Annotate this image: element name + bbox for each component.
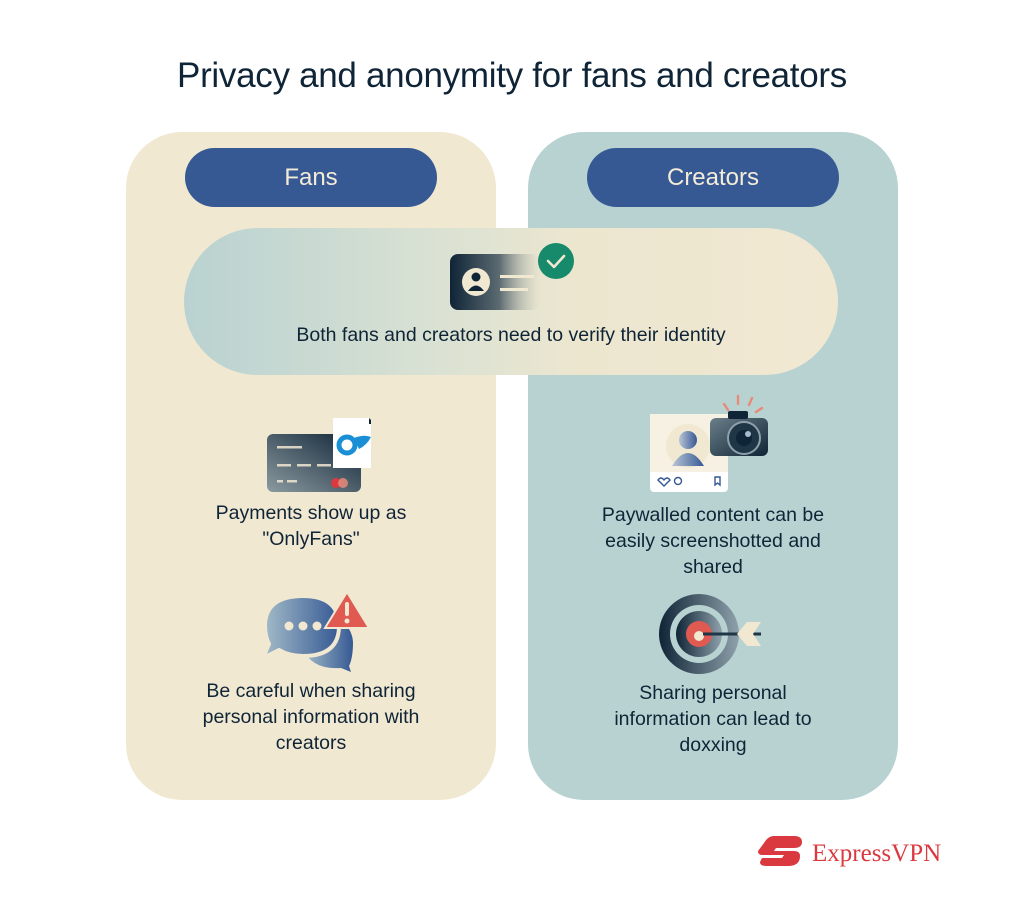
target-arrow-icon [653, 592, 773, 676]
credit-card-onlyfans-icon [251, 414, 375, 494]
creators-item-screenshot-text: Paywalled content can be easily screensh… [601, 504, 825, 578]
screenshot-camera-icon [648, 394, 778, 496]
expressvpn-logo-icon [758, 834, 802, 873]
shared-caption: Both fans and creators need to verify th… [296, 324, 726, 346]
chat-warning-icon [251, 588, 371, 672]
expressvpn-wordmark: ExpressVPN [812, 839, 942, 867]
shared-verification-banner: Both fans and creators need to verify th… [184, 228, 838, 375]
creators-item-doxxing-text: Sharing personal information can lead to… [614, 682, 812, 756]
fans-item-sharing-text: Be careful when sharing personal informa… [202, 680, 420, 754]
fans-header: Fans [185, 148, 437, 207]
fans-item-payments-text: Payments show up as "OnlyFans" [215, 502, 407, 550]
fans-item-payments: Payments show up as "OnlyFans" [126, 414, 496, 552]
verified-id-card-icon [448, 242, 578, 312]
creators-item-screenshot: Paywalled content can be easily screensh… [528, 394, 898, 580]
creators-item-doxxing: Sharing personal information can lead to… [528, 592, 898, 758]
expressvpn-brand: ExpressVPN [758, 834, 941, 873]
fans-item-sharing: Be careful when sharing personal informa… [126, 588, 496, 756]
page-title: Privacy and anonymity for fans and creat… [177, 56, 847, 95]
creators-header: Creators [587, 148, 839, 207]
